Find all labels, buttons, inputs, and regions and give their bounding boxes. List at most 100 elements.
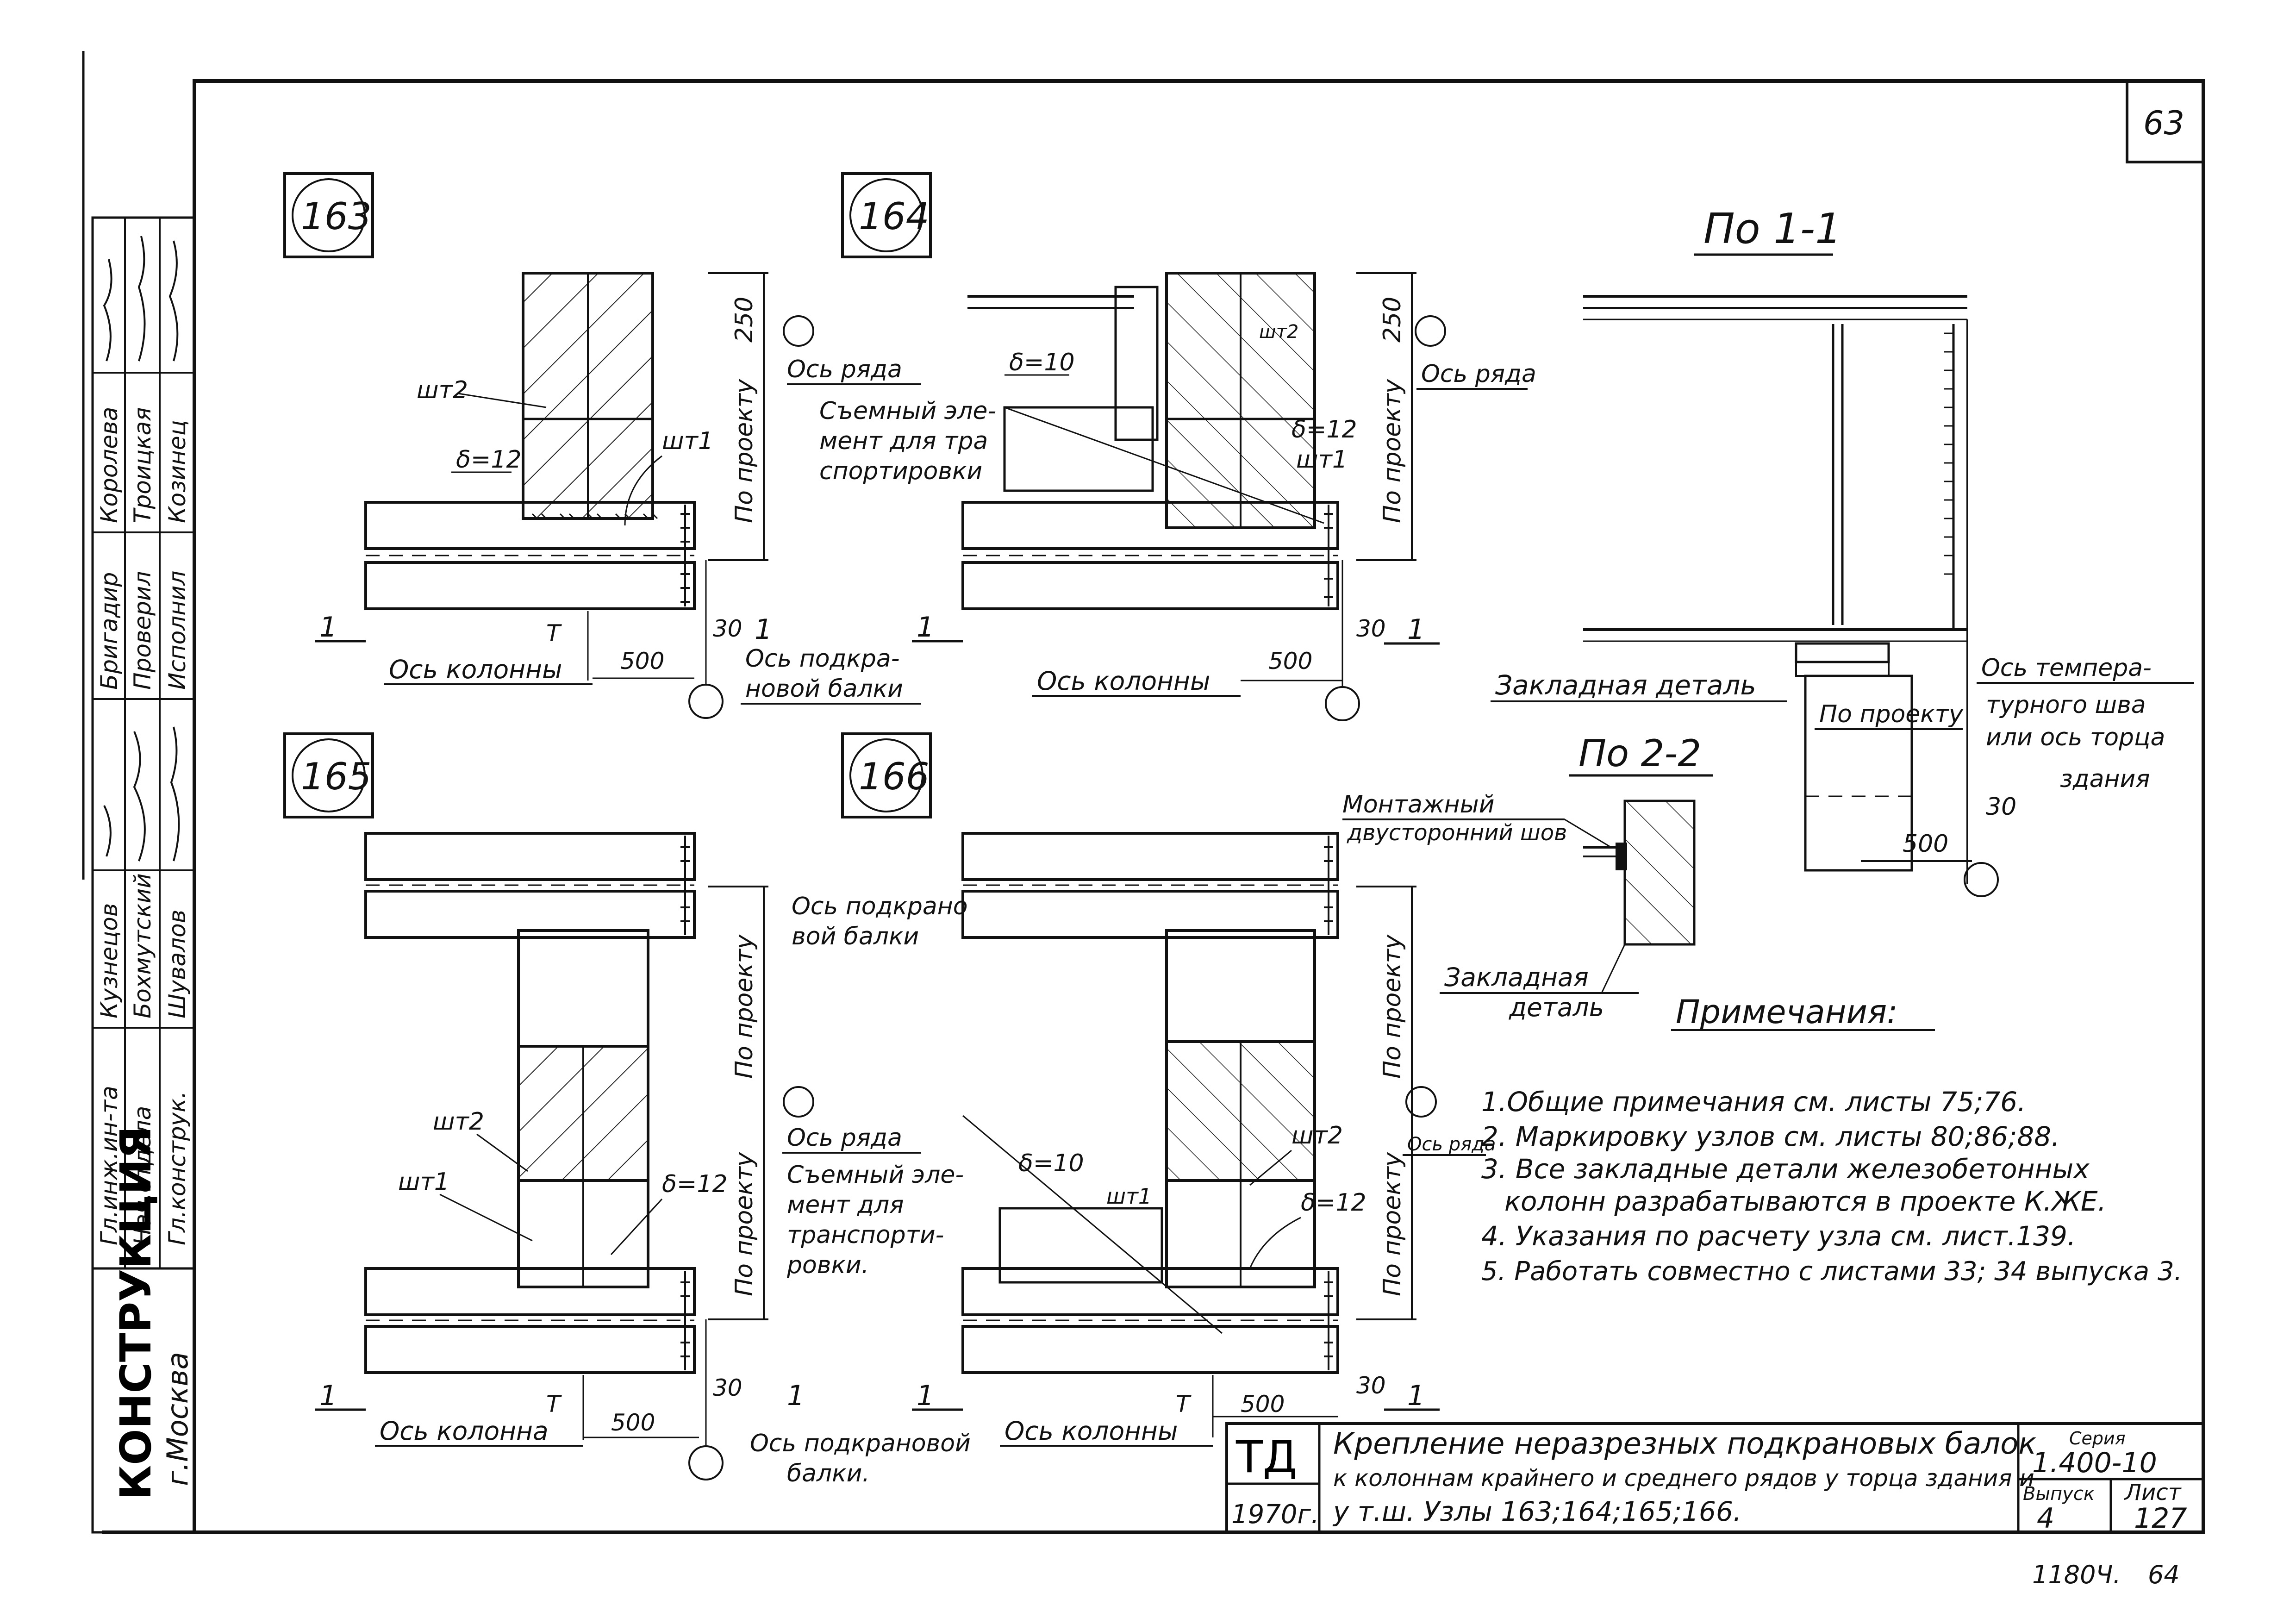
note-5: 5. Работать совместно с листами 33; 34 в… <box>1481 1256 2182 1287</box>
by-project-top: По проекту <box>1379 934 1406 1079</box>
node-163: 163 250 По проекту Ось ряда шт2 δ=12 шт1… <box>283 172 921 719</box>
dim-30: 30 <box>1356 1372 1386 1399</box>
axis-beam-top-line2: вой балки <box>792 923 919 950</box>
node-164: 164 250 По проекту Ось ряда Съемный эле-… <box>819 172 1536 721</box>
note-2: 2. Маркировку узлов см. листы 80;86;88. <box>1481 1121 2060 1152</box>
page-number: 63 <box>2143 104 2184 142</box>
node-164-number: 164 <box>859 195 930 238</box>
axis-beam-top-line1: Ось подкрано <box>792 893 968 920</box>
delta-12-label: δ=12 <box>1292 416 1357 443</box>
axis-expansion-line3: или ось торца <box>1986 724 2165 751</box>
removable-line2: мент для тра <box>819 427 988 455</box>
axis-column-label: Ось колонна <box>380 1416 549 1446</box>
series-label: Серия <box>2069 1428 2126 1449</box>
sht1-label: шт1 <box>1106 1184 1152 1209</box>
organization-city: г.Москва <box>161 1352 194 1486</box>
sht1-label: шт1 <box>1296 446 1348 474</box>
crane-beam-upper <box>961 501 1339 550</box>
section-1-mark: 1 <box>319 1380 337 1412</box>
crane-beam-lower <box>364 890 696 939</box>
footer-note-left: 1180Ч. <box>2032 1560 2121 1589</box>
axis-column-label: Ось колонны <box>389 655 562 684</box>
section-1-mark: 1 <box>917 611 934 643</box>
sht2-label: шт2 <box>417 376 468 404</box>
note-4: 4. Указания по расчету узла см. лист.139… <box>1481 1220 2076 1252</box>
t-mark: T <box>1176 1391 1192 1418</box>
role-chief-designer: Гл.конструк. <box>164 1091 191 1245</box>
sheet-frame: 63 <box>82 51 2205 1534</box>
axis-expansion-line2: турного шва <box>1986 691 2146 719</box>
title-line2: к колоннам крайнего и среднего рядов у т… <box>1333 1465 2034 1492</box>
embedded-part-label: Закладная деталь <box>1495 669 1756 701</box>
role-checked: Проверил <box>129 571 156 690</box>
axis-row-label: Ось ряда <box>1421 360 1536 388</box>
signature-stamp: Гл.инж.ин-та Нач.отдела Гл.конструк. Куз… <box>91 216 196 1534</box>
note-1: 1.Общие примечания см. листы 75;76. <box>1481 1086 2026 1118</box>
name-shuvalov: Шувалов <box>164 910 191 1018</box>
organization-name: КОНСТРУКЦИЯ <box>111 1126 161 1500</box>
column-below <box>1804 675 1913 872</box>
node-165-number: 165 <box>301 755 372 798</box>
weld-line2: двусторонний шов <box>1347 820 1567 846</box>
section-1-mark: 1 <box>319 611 337 643</box>
issue-value: 4 <box>2037 1502 2054 1535</box>
sht2-label: шт2 <box>1292 1122 1343 1149</box>
column-steel <box>1165 929 1316 1043</box>
dim-500: 500 <box>1241 1391 1285 1418</box>
notes-heading: Примечания: <box>1676 993 1898 1031</box>
dim-30: 30 <box>713 1374 742 1401</box>
by-project-label: По проекту <box>730 379 758 523</box>
removable-line3: транспорти- <box>787 1221 944 1249</box>
name-kozinets: Козинец <box>164 420 191 523</box>
delta-12-label: δ=12 <box>456 446 522 474</box>
node-163-number: 163 <box>301 195 372 238</box>
dim-250: 250 <box>730 297 758 343</box>
dim-30: 30 <box>1986 793 2016 821</box>
name-kuznetsov: Кузнецов <box>96 903 123 1018</box>
axis-row-label: Ось ряда <box>1407 1134 1496 1155</box>
axis-row-label: Ось ряда <box>787 1124 902 1152</box>
section-1-mark-right: 1 <box>1407 1380 1425 1412</box>
removable-line1: Съемный эле- <box>787 1161 964 1189</box>
removable-element <box>998 1207 1163 1284</box>
title-line1: Крепление неразрезных подкрановых балок <box>1333 1427 2036 1461</box>
crane-beam-lower <box>961 561 1339 610</box>
axis-column-label: Ось колонны <box>1037 666 1210 696</box>
crane-beam-upper <box>364 501 696 550</box>
delta-12-label: δ=12 <box>1301 1189 1366 1217</box>
td-logo: ТД <box>1235 1432 1297 1483</box>
name-koroleva: Королева <box>96 407 123 523</box>
t-mark: T <box>546 620 562 647</box>
section-1-mark-right: 1 <box>1407 613 1425 646</box>
sht1-label: шт1 <box>398 1168 449 1196</box>
title-line3: у т.ш. Узлы 163;164;165;166. <box>1332 1496 1741 1527</box>
dim-500: 500 <box>1268 648 1312 675</box>
weld-line1: Монтажный <box>1342 791 1495 818</box>
embedded-line1: Закладная <box>1444 962 1589 992</box>
t-mark: T <box>546 1391 562 1418</box>
delta-10-label: δ=10 <box>1009 349 1075 376</box>
by-project-label: По проекту <box>1819 700 1964 728</box>
delta-12-label: δ=12 <box>662 1170 728 1198</box>
crane-beam-lower <box>364 561 696 610</box>
axis-beam-bottom-line2: балки. <box>787 1460 870 1487</box>
section-1-mark-right: 1 <box>755 613 772 646</box>
removable-line4: ровки. <box>786 1251 869 1279</box>
section-1-mark-right: 1 <box>787 1380 805 1412</box>
removable-element <box>1003 406 1154 492</box>
sht2-label: шт2 <box>433 1108 484 1136</box>
sheet-label: Лист <box>2124 1480 2182 1505</box>
by-project-top: По проекту <box>730 934 758 1079</box>
sht1-label: шт1 <box>662 427 713 455</box>
axis-expansion-line1: Ось темпера- <box>1981 654 2152 682</box>
note-3: 3. Все закладные детали железобетонных <box>1481 1153 2090 1185</box>
column-steel <box>517 929 649 1048</box>
node-165: 165 По проекту По проекту Ось подкрано в… <box>283 732 971 1487</box>
dim-30: 30 <box>713 615 742 642</box>
section-1-1-title: По 1-1 <box>1703 205 1841 253</box>
role-dept-head: Нач.отдела <box>129 1106 156 1245</box>
role-executed: Исполнил <box>164 571 191 690</box>
title-block: ТД 1970г. Крепление неразрезных подкрано… <box>1225 1422 2205 1589</box>
role-brigadier: Бригадир <box>96 572 123 690</box>
